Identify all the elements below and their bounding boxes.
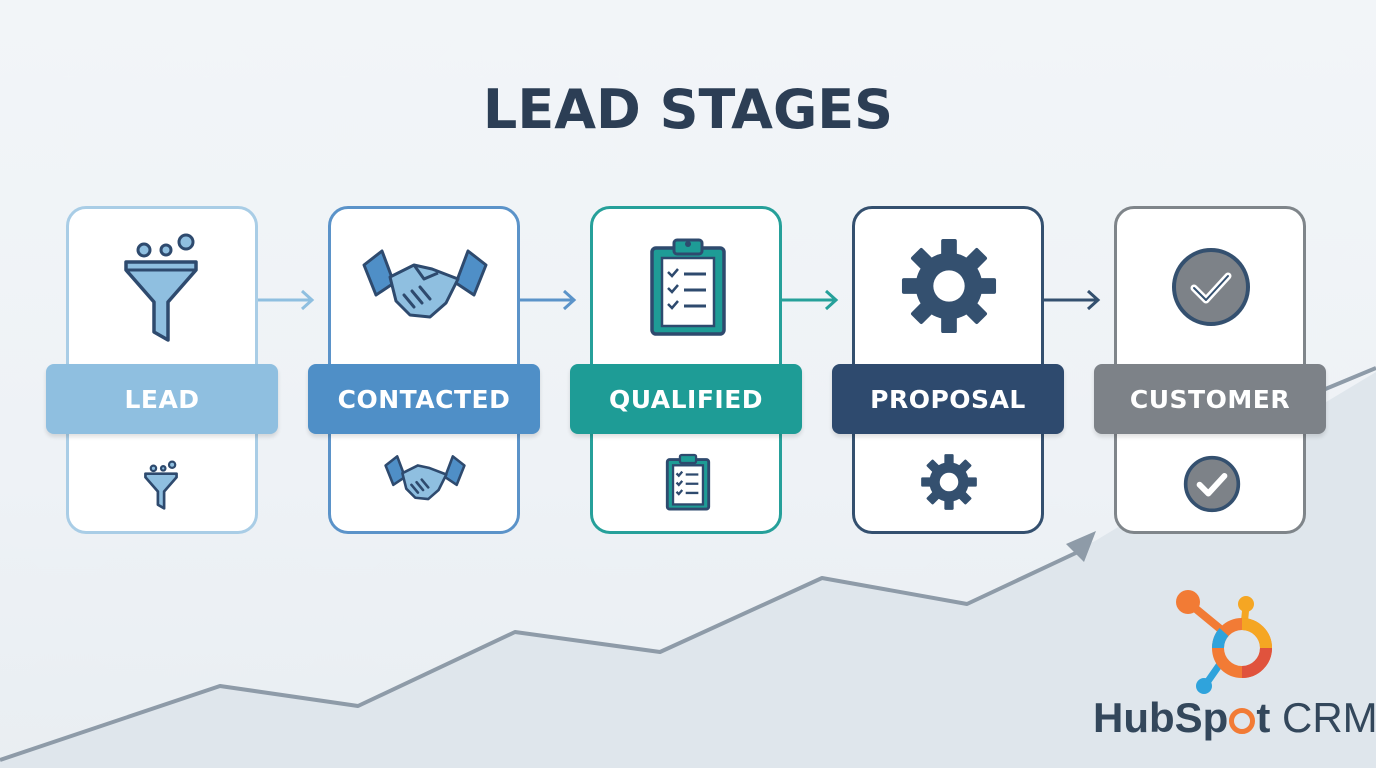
stage-band-proposal: PROPOSAL xyxy=(832,364,1064,434)
handshake-icon xyxy=(384,455,466,501)
logo-product: CRM xyxy=(1270,694,1376,741)
arrow-right-icon xyxy=(782,289,839,311)
stage-band-qualified: QUALIFIED xyxy=(570,364,802,434)
trend-area xyxy=(0,372,1376,768)
trend-line xyxy=(0,549,1081,762)
arrow-right-icon xyxy=(520,289,577,311)
arrow-right-icon xyxy=(1044,289,1101,311)
trend-line-upper xyxy=(1322,366,1376,392)
clipboard-icon xyxy=(650,238,726,336)
stage-band-contacted: CONTACTED xyxy=(308,364,540,434)
stage-label-contacted: CONTACTED xyxy=(337,384,511,414)
checkmark-circle-icon xyxy=(1172,248,1250,326)
arrow-right-icon xyxy=(258,289,315,311)
stage-label-customer: CUSTOMER xyxy=(1129,384,1291,414)
clipboard-icon xyxy=(665,453,711,511)
funnel-icon xyxy=(144,460,178,510)
gear-icon xyxy=(901,238,997,334)
logo-brand-prefix: HubSp xyxy=(1093,694,1229,741)
stage-band-customer: CUSTOMER xyxy=(1094,364,1326,434)
funnel-icon xyxy=(124,233,198,342)
stage-label-qualified: QUALIFIED xyxy=(608,384,764,414)
stage-label-proposal: PROPOSAL xyxy=(870,384,1026,414)
logo-brand-suffix: t xyxy=(1256,694,1271,741)
gear-icon xyxy=(921,454,977,510)
trend-arrowhead xyxy=(1066,531,1096,562)
stage-label-lead: LEAD xyxy=(124,384,200,414)
hubspot-sprocket-icon xyxy=(1176,590,1272,694)
checkmark-circle-icon xyxy=(1183,455,1241,513)
handshake-icon xyxy=(362,249,488,319)
page-title: LEAD STAGES xyxy=(482,78,894,141)
logo-sprocket-o xyxy=(1229,708,1256,734)
stage-band-lead: LEAD xyxy=(46,364,278,434)
